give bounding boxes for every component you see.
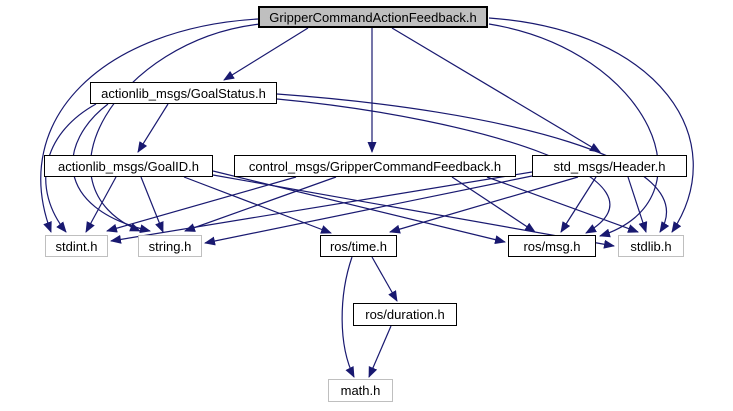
edge-rostime-to-rosduration (371, 256, 398, 302)
node-gripper-command-action-feedback-h: GripperCommandActionFeedback.h (258, 6, 488, 28)
node-stdlib-h: stdlib.h (618, 235, 684, 257)
edge-header-to-stdlib (627, 176, 648, 233)
edge-gcfeedback-to-stdint (106, 176, 297, 233)
edge-header-to-rostime (389, 176, 579, 234)
edge-goalstatus-to-rosmsg (276, 98, 611, 234)
edge-gcaf-to-goalstatus (223, 27, 309, 81)
edge-goalstatus-to-stdlib (276, 93, 670, 233)
edge-gcfeedback-to-stdlib (486, 176, 639, 233)
edge-gcfeedback-to-rosmsg (451, 176, 536, 233)
edge-goalid-to-rosmsg (212, 170, 506, 245)
edge-group (40, 17, 694, 378)
edge-gcaf-to-stdlib (488, 17, 694, 233)
edge-gcaf-to-string (90, 23, 261, 232)
edge-gcaf-to-rosmsg (488, 23, 659, 238)
node-control-msgs-grippercommandfeedback-h[interactable]: control_msgs/GripperCommandFeedback.h (234, 155, 516, 177)
edge-goalid-to-stdint (85, 176, 117, 233)
edge-goalstatus-to-goalid (137, 103, 169, 153)
node-math-h: math.h (328, 379, 393, 402)
edge-header-to-string (204, 175, 533, 246)
edge-gcfeedback-to-string (184, 176, 337, 232)
edge-gcaf-to-header (391, 27, 601, 153)
edge-header-to-rosmsg (560, 176, 597, 233)
edge-header-to-stdint (110, 171, 533, 244)
edge-gcaf-to-stdint (40, 18, 259, 233)
edge-goalid-to-stdlib (212, 174, 615, 249)
node-actionlib-msgs-goalid-h[interactable]: actionlib_msgs/GoalID.h (44, 155, 213, 177)
edge-goalid-to-string (140, 176, 164, 233)
edge-rostime-to-math (341, 256, 355, 378)
node-stdint-h: stdint.h (45, 235, 108, 257)
node-string-h: string.h (138, 235, 202, 257)
edge-rosduration-to-math (368, 325, 392, 378)
node-std-msgs-header-h[interactable]: std_msgs/Header.h (532, 155, 687, 177)
node-ros-duration-h[interactable]: ros/duration.h (353, 303, 457, 326)
node-ros-msg-h[interactable]: ros/msg.h (508, 235, 596, 257)
node-actionlib-msgs-goalstatus-h[interactable]: actionlib_msgs/GoalStatus.h (90, 82, 277, 104)
node-ros-time-h[interactable]: ros/time.h (320, 235, 397, 257)
